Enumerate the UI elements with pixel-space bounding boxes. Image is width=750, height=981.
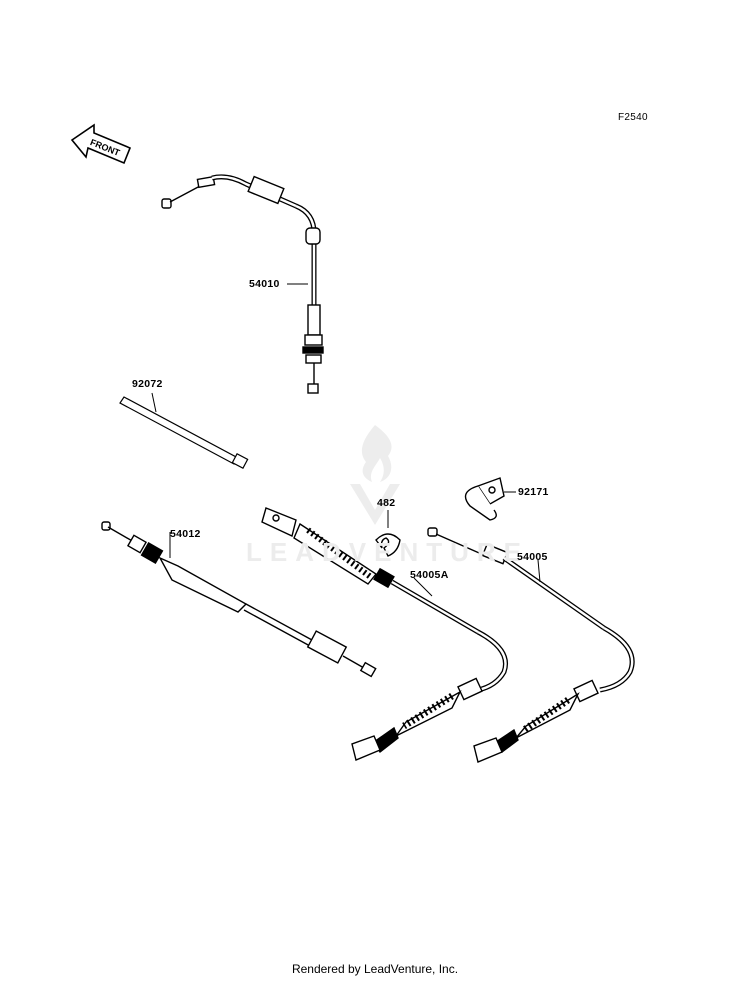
label-54005a[interactable]: 54005A [410,569,449,581]
label-54005[interactable]: 54005 [517,551,548,563]
band-92072 [119,392,249,470]
front-arrow: FRONT [70,123,132,165]
cable-54005a [261,507,508,761]
watermark-logo [350,425,400,525]
label-92171[interactable]: 92171 [518,486,549,498]
label-54010[interactable]: 54010 [249,278,280,290]
label-482[interactable]: 482 [377,497,396,509]
footer-credit: Rendered by LeadVenture, Inc. [291,962,459,976]
clamp-92171 [464,477,516,521]
cable-54012 [101,521,377,678]
cable-54010 [161,174,324,394]
watermark-text: LEADVENTURE [246,537,530,567]
figure-code: F2540 [618,112,648,123]
label-54012[interactable]: 54012 [170,528,201,540]
e-ring-482 [375,510,401,557]
cable-54005 [427,527,635,763]
label-92072[interactable]: 92072 [132,378,163,390]
